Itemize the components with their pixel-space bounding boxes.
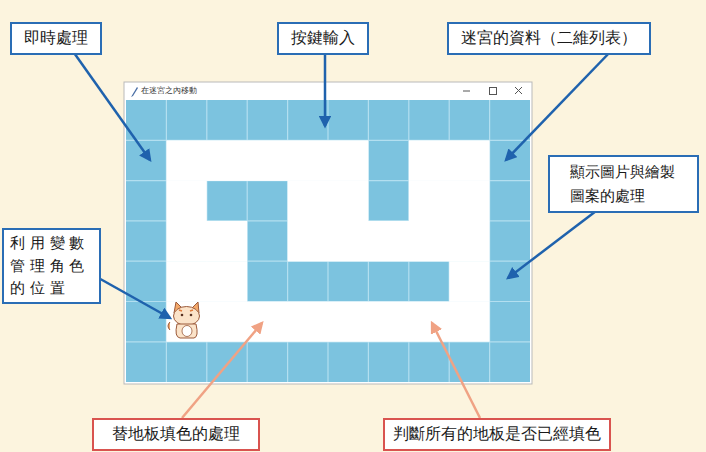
callout-text: 判斷所有的地板是否已經填色 [393,422,601,447]
window-title: 在迷宮之內移動 [141,87,197,95]
app-icon [131,87,138,97]
maze-floor [166,181,206,222]
cat-eye [181,314,184,317]
callout-box-red: 判斷所有的地板是否已經填色 [383,418,611,451]
leader-arrow [95,276,170,318]
cat-belly [182,326,192,337]
maze-floor [288,221,490,262]
callout-text: 顯示圖片與繪製圖案的處理 [570,160,677,208]
cat-body [176,324,197,338]
leader-arrow [182,323,262,418]
minimize-button [463,91,470,92]
leader-arrow [324,50,327,126]
cat-stripe [179,310,193,311]
maze-floor [166,221,247,262]
leader-arrow [432,323,480,418]
maze-floor [409,140,490,181]
maximize-button [490,88,497,95]
callout-box: 迷宮的資料（二維列表） [447,22,651,55]
maze-wall [126,100,530,382]
callout-box: 顯示圖片與繪製圖案的處理 [548,155,699,213]
maze-floor [288,181,369,222]
callout-box: 按鍵輸入 [277,22,369,55]
cat-head [174,307,200,326]
callout-text: 利用變數管理角色的位置 [10,232,93,300]
callout-text: 按鍵輸入 [291,26,355,51]
callout-text: 即時處理 [24,26,88,51]
maze-floor [449,261,489,302]
leader-arrow [508,208,600,278]
window-frame [124,82,532,384]
maze-grid [126,100,530,382]
callout-text: 迷宮的資料（二維列表） [461,26,637,51]
callout-text: 替地板填色的處理 [112,422,240,447]
callout-box-red: 替地板填色的處理 [92,418,260,451]
callout-box: 即時處理 [10,22,102,55]
leader-arrow [72,50,150,160]
close-button [515,87,522,94]
maze-floor [166,302,489,342]
maze-floor [409,181,490,222]
cat-eye [190,314,193,317]
callout-box: 利用變數管理角色的位置 [2,228,101,304]
maze-floor [166,261,247,302]
leader-arrow [506,50,612,160]
cat-character [168,302,200,338]
maze-floor [166,140,368,181]
cat-paw [168,322,170,330]
